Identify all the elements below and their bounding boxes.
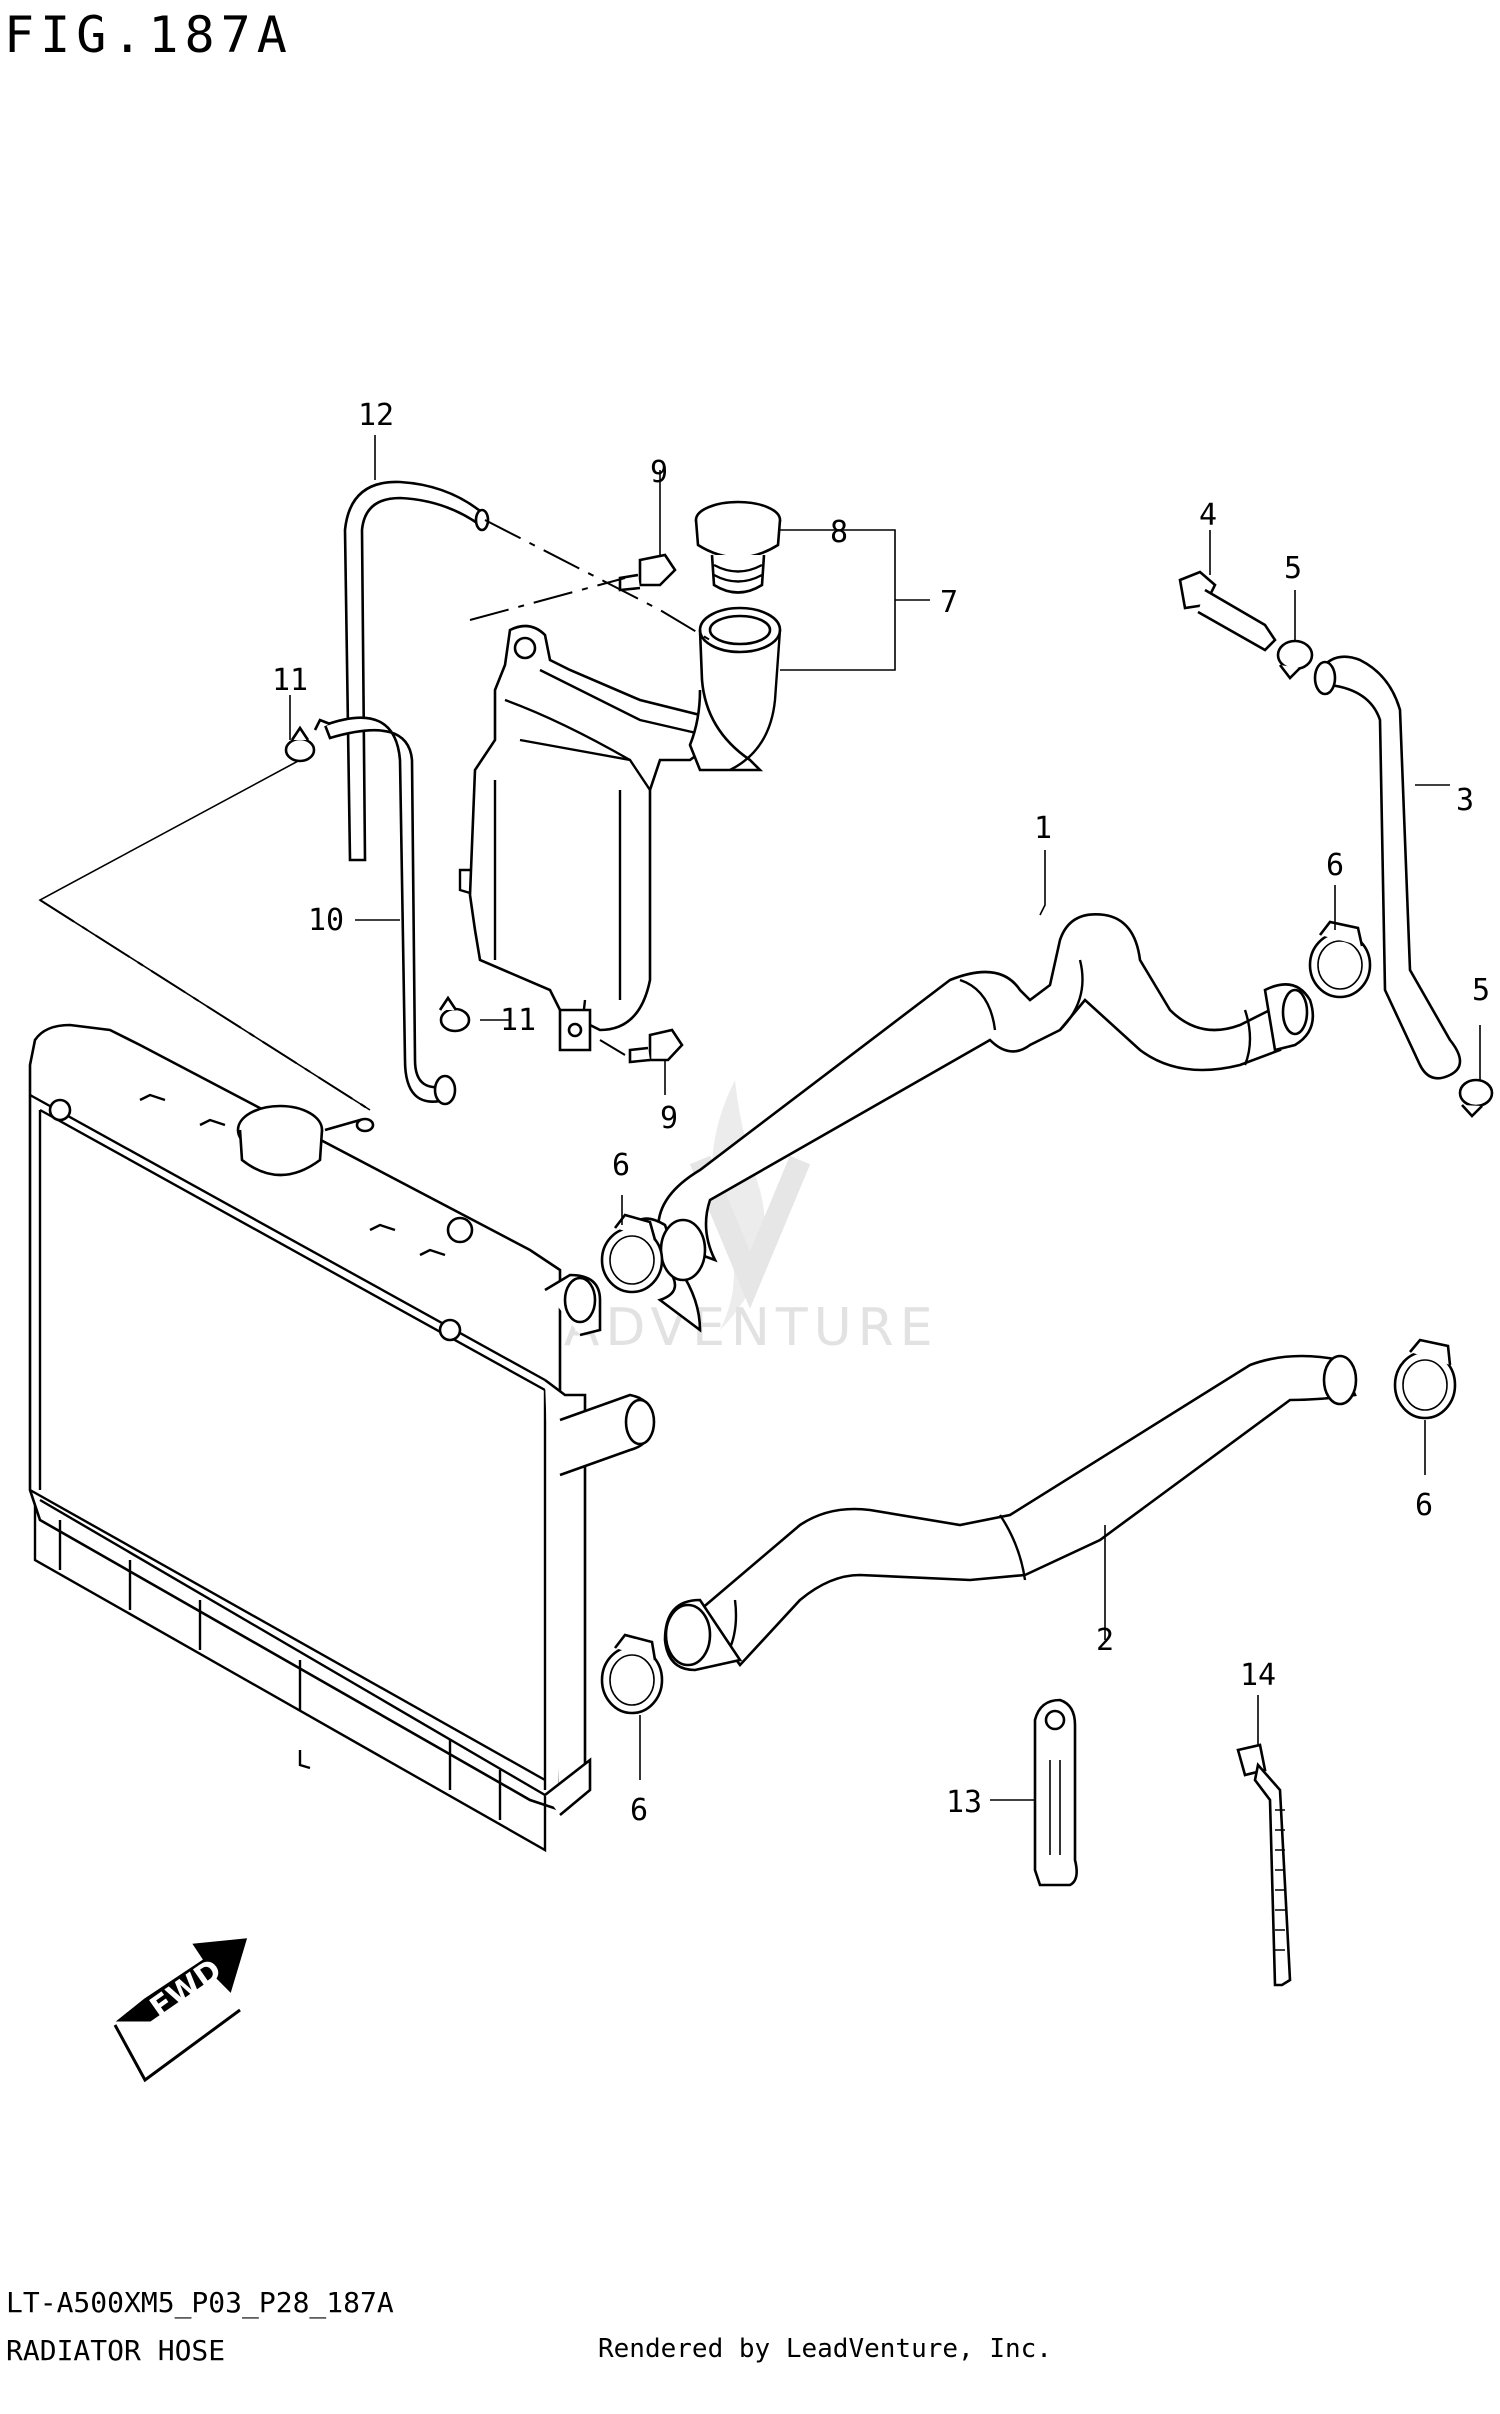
callout-5-upper: 5 (1284, 551, 1302, 586)
leader-lines (289, 435, 1481, 1801)
callout-6-d: 6 (630, 1793, 648, 1828)
figure-title: FIG.187A (4, 6, 293, 64)
clamp-11-lower (438, 995, 471, 1033)
callout-9-lower: 9 (660, 1101, 678, 1136)
callout-6-b: 6 (1326, 848, 1344, 883)
clamp-5-upper (1276, 639, 1314, 680)
hose-fitting-4 (1178, 570, 1277, 652)
part-code: LT-A500XM5_P03_P28_187A (6, 2286, 394, 2319)
reservoir-cap (694, 500, 782, 594)
forward-direction-arrow: FWD (113, 1938, 248, 2083)
callout-2: 2 (1096, 1623, 1114, 1658)
callout-6-c: 6 (1415, 1488, 1433, 1523)
callout-14: 14 (1240, 1658, 1276, 1693)
clamp-5-lower (1458, 1078, 1494, 1118)
callout-1: 1 (1034, 811, 1052, 846)
callout-13: 13 (946, 1785, 982, 1820)
radiator (28, 1023, 656, 1853)
strap-13 (1033, 1698, 1078, 1887)
coolant-reservoir (458, 606, 782, 1052)
overflow-hose (343, 480, 490, 862)
part-name: RADIATOR HOSE (6, 2334, 226, 2367)
callout-11-lower: 11 (500, 1003, 536, 1038)
callout-labels: 1 2 3 4 5 5 6 6 6 6 7 8 9 9 10 11 11 12 … (272, 398, 1490, 1828)
clamp-6-a (600, 1213, 664, 1294)
clamp-11-upper (284, 718, 331, 763)
radiator-hose-2 (663, 1354, 1358, 1672)
clamp-6-d (600, 1633, 664, 1715)
clamp-6-c (1393, 1338, 1457, 1420)
callout-8: 8 (830, 515, 848, 550)
callout-7: 7 (940, 585, 958, 620)
clamp-6-b (1308, 920, 1372, 999)
callout-10: 10 (308, 903, 344, 938)
radiator-hose-3 (1313, 655, 1462, 1080)
callout-6-a: 6 (612, 1148, 630, 1183)
bolt-lower (628, 1028, 684, 1064)
callout-3: 3 (1456, 783, 1474, 818)
render-credit: Rendered by LeadVenture, Inc. (598, 2334, 1052, 2364)
callout-9-upper: 9 (650, 455, 668, 490)
callout-4: 4 (1199, 498, 1217, 533)
bolt-upper (618, 553, 677, 592)
band-14 (1236, 1743, 1292, 1987)
callout-5-lower: 5 (1472, 973, 1490, 1008)
forward-arrow-label: FWD (144, 1953, 228, 2027)
siphon-hose (323, 716, 457, 1106)
callout-11-upper: 11 (272, 663, 308, 698)
callout-12: 12 (358, 398, 394, 433)
